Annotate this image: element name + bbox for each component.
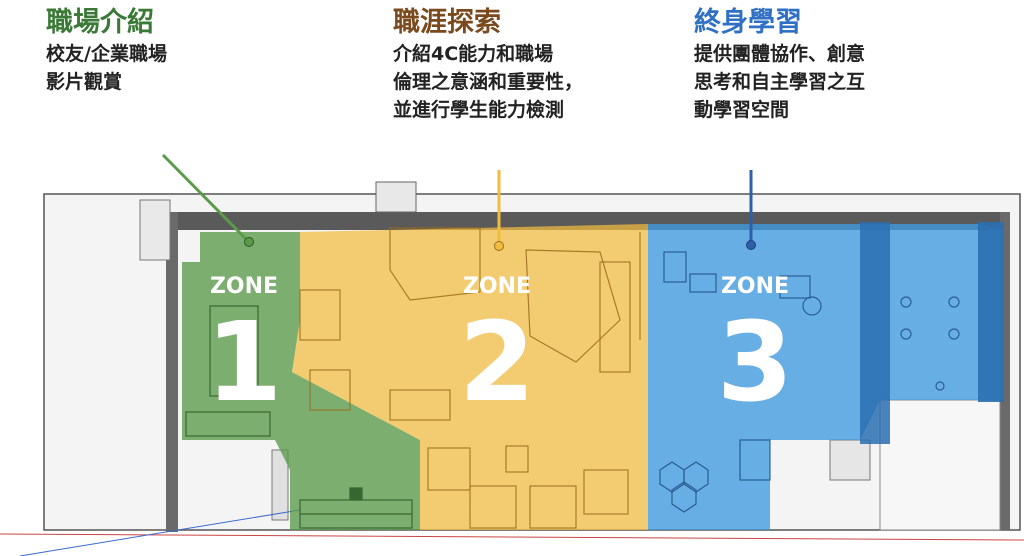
zone-3-area (648, 224, 1004, 530)
zone-3-pointer (746, 170, 756, 250)
zone-2-number: 2 (459, 298, 536, 426)
zone-3-wall (860, 222, 890, 444)
zone-3-number: 3 (717, 298, 794, 426)
zone-1-label: ZONE (210, 274, 278, 299)
zone-1-furniture (185, 305, 413, 529)
zone-3-description: 提供團體協作、創意 思考和自主學習之互 動學習空間 (694, 43, 866, 121)
zone-3-title: 終身學習 (694, 7, 802, 38)
zone-1-number: 1 (206, 298, 283, 426)
zone-3-furniture (659, 251, 960, 513)
zone-1-caption: 職場介紹 校友/企業職場 影片觀賞 (46, 6, 167, 96)
zone-2-area (292, 224, 648, 530)
zone-2-furniture (299, 227, 641, 529)
zone-1-title: 職場介紹 (46, 7, 154, 38)
zone-2-title: 職涯探索 (393, 7, 501, 38)
zone-1-pointer (161, 153, 254, 247)
zone-2-pointer (494, 170, 504, 251)
zone-3-label: ZONE (721, 274, 789, 299)
zone-1-description: 校友/企業職場 影片觀賞 (46, 43, 167, 93)
zone-3-wall-right (978, 222, 1004, 402)
zone-2-label: ZONE (463, 274, 531, 299)
zone-2-description: 介紹4C能力和職場 倫理之意涵和重要性， 並進行學生能力檢測 (393, 43, 584, 121)
zone-3-caption: 終身學習 提供團體協作、創意 思考和自主學習之互 動學習空間 (694, 6, 865, 124)
zone-2-caption: 職涯探索 介紹4C能力和職場 倫理之意涵和重要性， 並進行學生能力檢測 (393, 6, 583, 124)
